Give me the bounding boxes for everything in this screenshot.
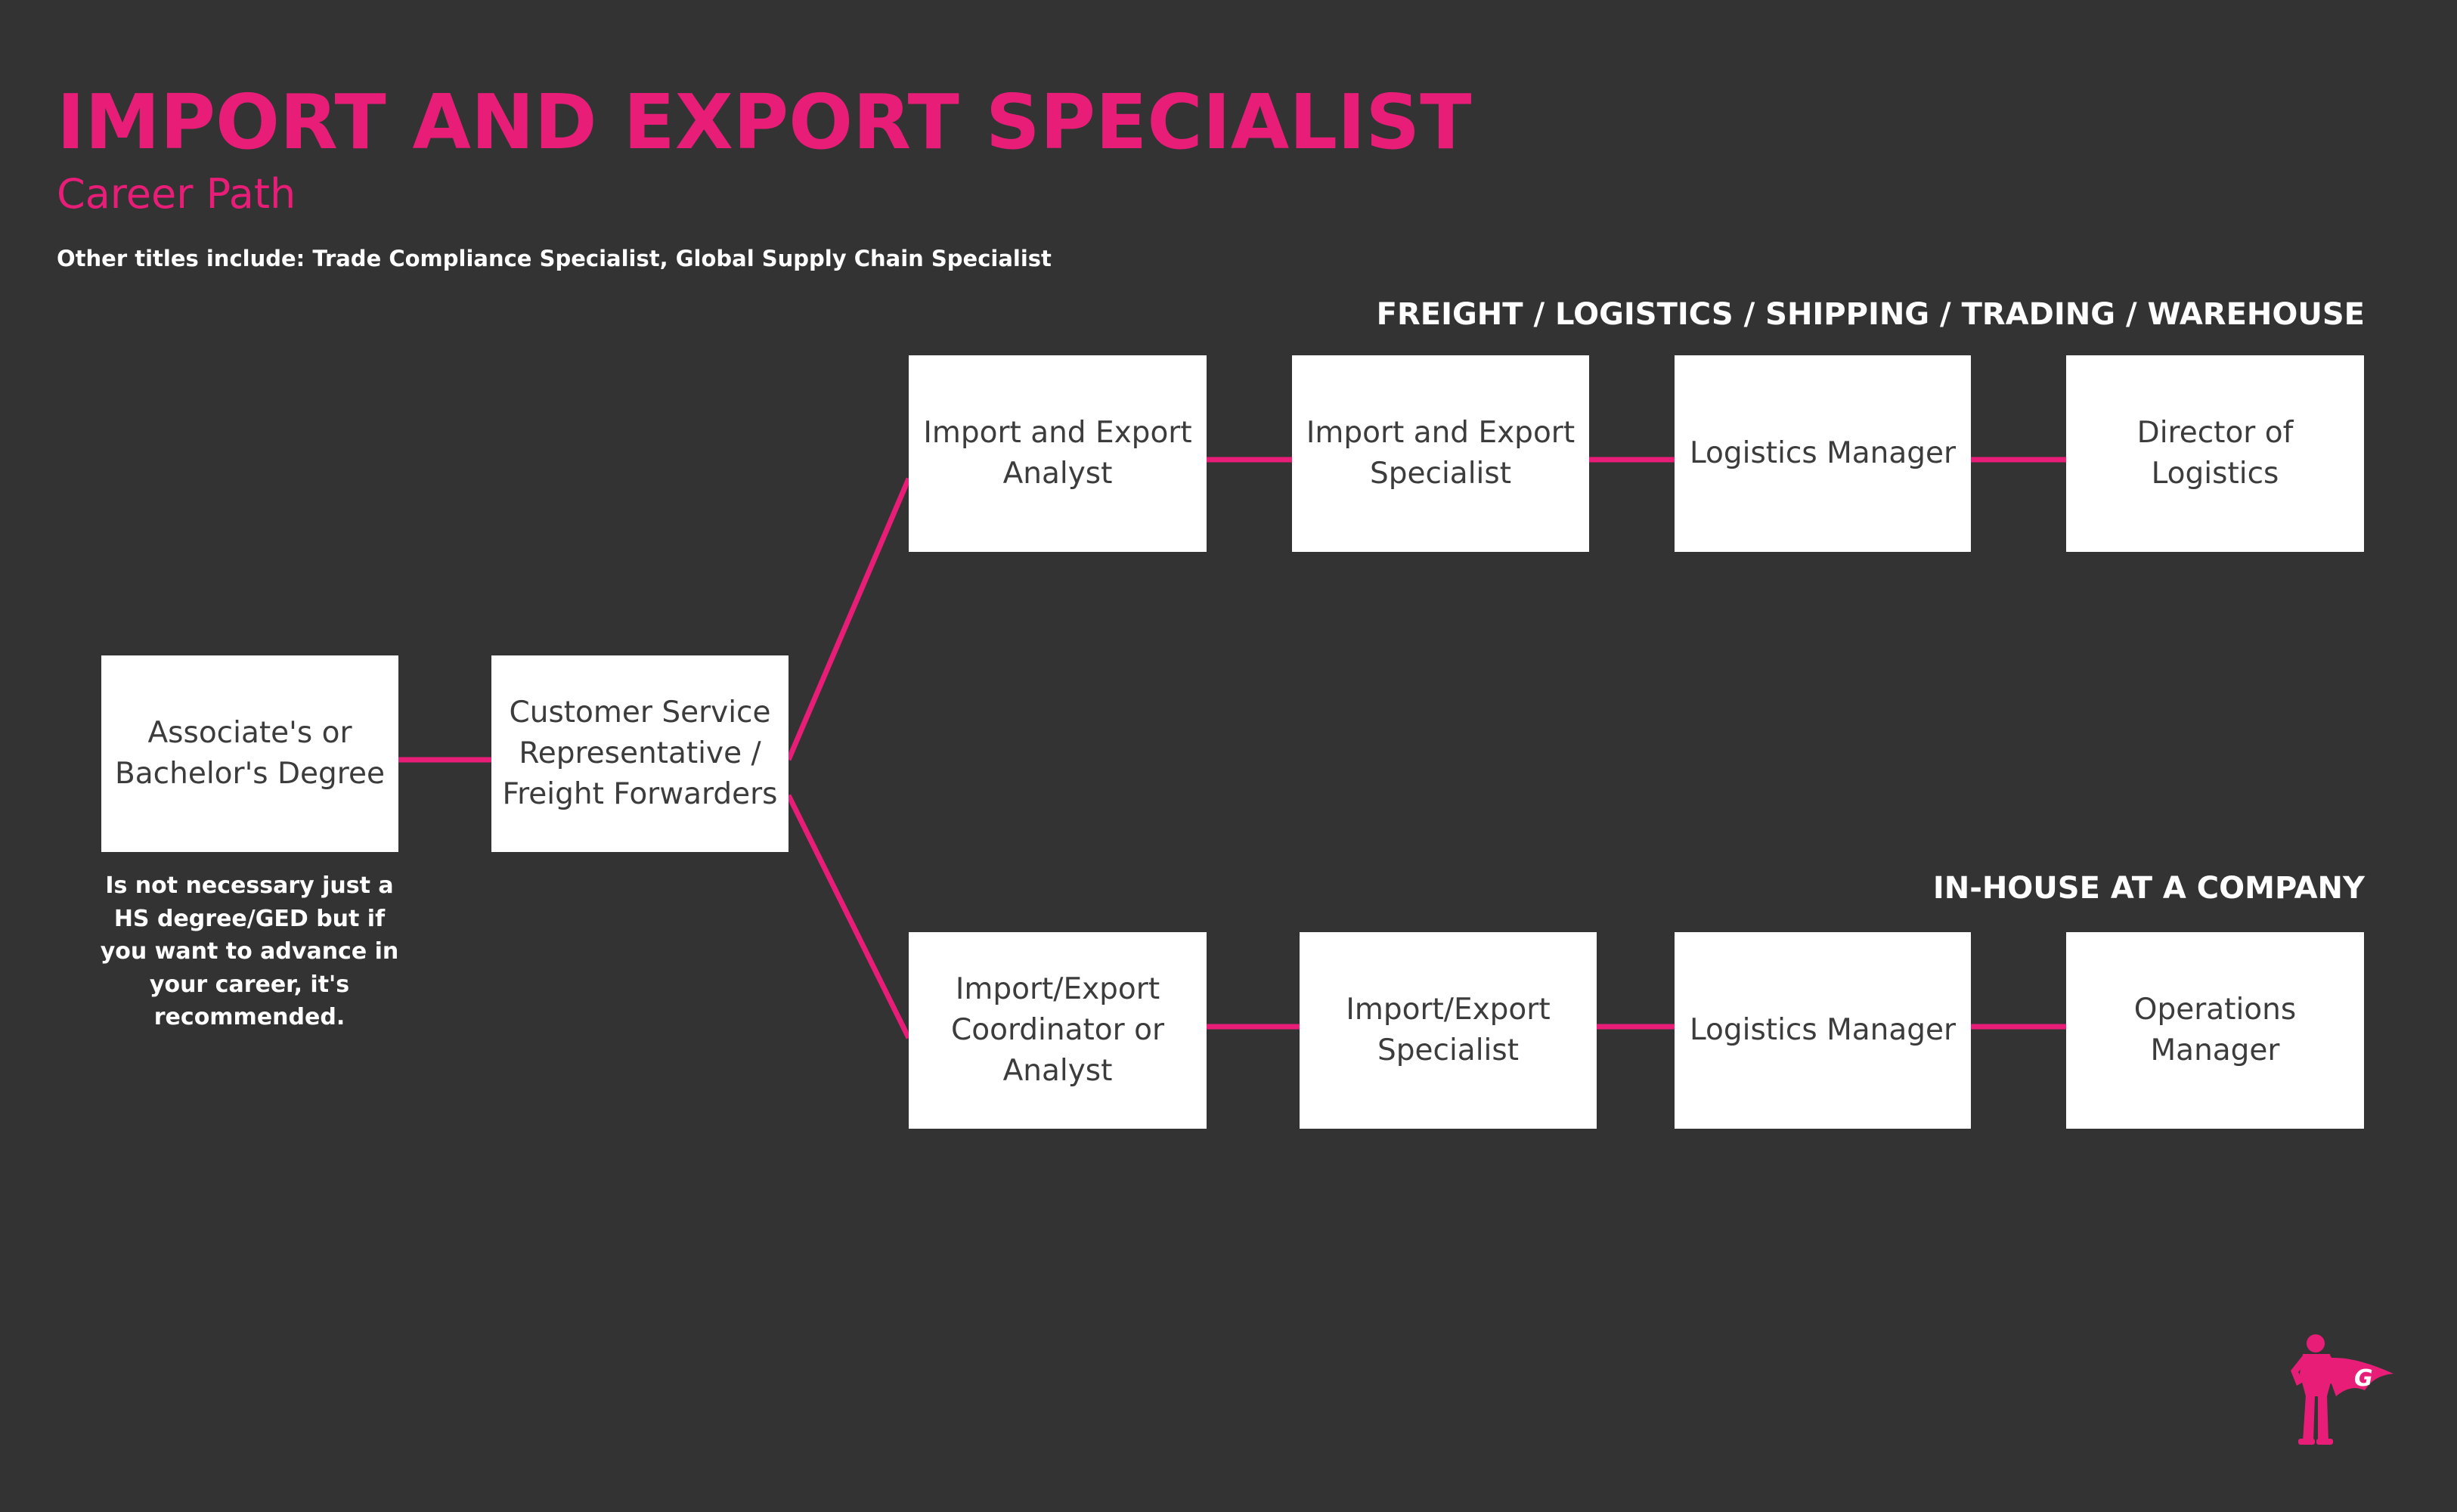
page-title: IMPORT AND EXPORT SPECIALIST [57,78,1472,166]
bottom-path-step-4: Operations Manager [2066,932,2364,1129]
bottom-path-step-3: Logistics Manager [1675,932,1971,1129]
connector-entry-to-bottom [785,794,912,1040]
degree-note: Is not necessary just a HS degree/GED bu… [100,872,399,1030]
bottom-path-step-1: Import/Export Coordinator or Analyst [909,932,1207,1129]
logo-letter: G [2354,1365,2373,1392]
section-label-in-house: IN-HOUSE AT A COMPANY [1932,871,2365,906]
entry-role-box: Customer Service Representative / Freigh… [491,655,789,852]
bottom-path-step-2: Import/Export Specialist [1300,932,1597,1129]
top-path-step-2: Import and Export Specialist [1292,355,1589,552]
top-path-step-1: Import and Export Analyst [909,355,1207,552]
superhero-g-icon: G [2291,1334,2393,1445]
section-label-freight: FREIGHT / LOGISTICS / SHIPPING / TRADING… [1376,297,2365,332]
top-path-step-4: Director of Logistics [2066,355,2364,552]
top-path-step-3: Logistics Manager [1675,355,1971,552]
connector-entry-to-top [785,477,912,761]
other-titles: Other titles include: Trade Compliance S… [57,246,1052,271]
page-subtitle: Career Path [57,170,296,218]
degree-box: Associate's or Bachelor's Degree [101,655,398,852]
